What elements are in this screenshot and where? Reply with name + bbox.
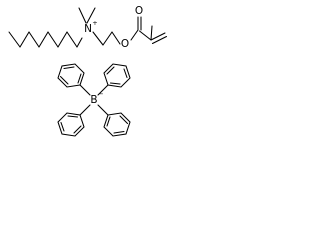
n-methyl-groups	[78, 7, 96, 24]
phenyl-ring-bottom-left	[57, 112, 85, 137]
boron-bonds	[79, 84, 109, 116]
ethylene-linker	[92, 31, 121, 46]
carbonyl-oxygen-label: O	[135, 5, 143, 17]
cation-structure: N + O O	[8, 5, 168, 50]
n-atom: N +	[84, 19, 98, 35]
phenyl-ring-top-right	[103, 63, 131, 88]
ester-oxygen-label: O	[121, 38, 129, 50]
n-charge-label: +	[92, 19, 97, 27]
tetraphenylborate-anion: B −	[57, 63, 131, 137]
phenyl-ring-top-left	[57, 63, 85, 88]
boron-charge-label: −	[98, 90, 103, 98]
n-atom-label: N	[84, 23, 92, 35]
phenyl-ring-bottom-right	[103, 112, 131, 137]
chemical-structure-diagram: N + O O	[8, 5, 168, 137]
boron-atom: B −	[90, 90, 103, 106]
boron-atom-label: B	[90, 94, 97, 106]
methacrylate-group	[130, 16, 168, 45]
octyl-chain	[8, 31, 83, 48]
